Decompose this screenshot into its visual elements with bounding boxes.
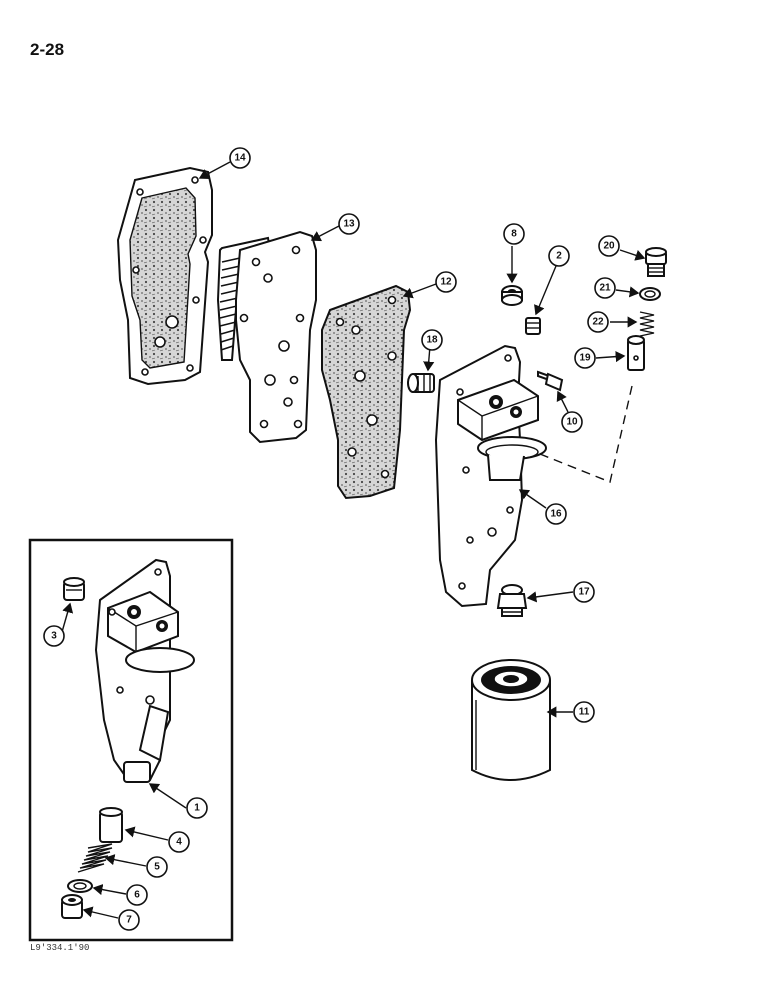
callout-4: 4 — [168, 831, 190, 853]
oil-cooler-13 — [216, 230, 317, 444]
svg-text:8: 8 — [511, 229, 517, 240]
filter-11 — [471, 659, 551, 781]
callout-1: 1 — [186, 797, 208, 819]
callout-21: 21 — [594, 277, 616, 299]
gasket-14 — [116, 166, 213, 386]
svg-text:1: 1 — [194, 803, 200, 814]
callout-20: 20 — [598, 235, 620, 257]
bolt-10 — [537, 370, 564, 392]
callout-18: 18 — [421, 329, 443, 351]
svg-text:2: 2 — [556, 251, 562, 262]
svg-text:11: 11 — [579, 707, 590, 718]
svg-text:16: 16 — [550, 509, 562, 520]
inset-frame — [28, 538, 234, 942]
callout-6: 6 — [126, 884, 148, 906]
callout-12: 12 — [435, 271, 457, 293]
callout-2: 2 — [548, 245, 570, 267]
svg-text:5: 5 — [154, 862, 160, 873]
spring-5 — [77, 843, 113, 873]
plug-3 — [63, 577, 85, 601]
svg-text:7: 7 — [126, 915, 132, 926]
figure-code: L9'334.1'90 — [30, 943, 90, 953]
plug-20 — [645, 247, 667, 277]
callout-3: 3 — [43, 625, 65, 647]
svg-text:10: 10 — [566, 417, 578, 428]
callout-14: 14 — [229, 147, 251, 169]
spring-22 — [639, 311, 655, 337]
washer-6 — [67, 879, 93, 893]
plug-2 — [525, 317, 541, 335]
callout-13: 13 — [338, 213, 360, 235]
callout-19: 19 — [574, 347, 596, 369]
callout-11: 11 — [573, 701, 595, 723]
callout-5: 5 — [146, 856, 168, 878]
callout-17: 17 — [573, 581, 595, 603]
inset-housing — [94, 558, 195, 783]
callout-8: 8 — [503, 223, 525, 245]
valve-4 — [99, 807, 123, 843]
dashed-relation-line — [539, 385, 633, 483]
svg-text:20: 20 — [603, 241, 615, 252]
svg-text:19: 19 — [579, 353, 591, 364]
plug-7 — [61, 894, 83, 919]
svg-text:21: 21 — [599, 283, 611, 294]
svg-text:14: 14 — [234, 153, 246, 164]
svg-text:13: 13 — [343, 219, 355, 230]
leader-lines — [61, 161, 646, 919]
gasket-12 — [321, 284, 412, 500]
plug-18 — [407, 373, 435, 393]
svg-text:12: 12 — [440, 277, 452, 288]
callout-16: 16 — [545, 503, 567, 525]
svg-text:6: 6 — [134, 890, 140, 901]
filter-head-16 — [434, 344, 547, 608]
svg-text:3: 3 — [51, 631, 57, 642]
callout-7: 7 — [118, 909, 140, 931]
callout-22: 22 — [587, 311, 609, 333]
washer-21 — [639, 287, 661, 301]
svg-text:18: 18 — [426, 335, 438, 346]
page-number: 2-28 — [30, 40, 65, 59]
callout-10: 10 — [561, 411, 583, 433]
svg-text:4: 4 — [176, 837, 182, 848]
fitting-17 — [496, 584, 528, 617]
valve-19 — [627, 335, 645, 371]
svg-text:22: 22 — [592, 317, 604, 328]
svg-text:17: 17 — [578, 587, 590, 598]
plug-8 — [501, 285, 523, 306]
